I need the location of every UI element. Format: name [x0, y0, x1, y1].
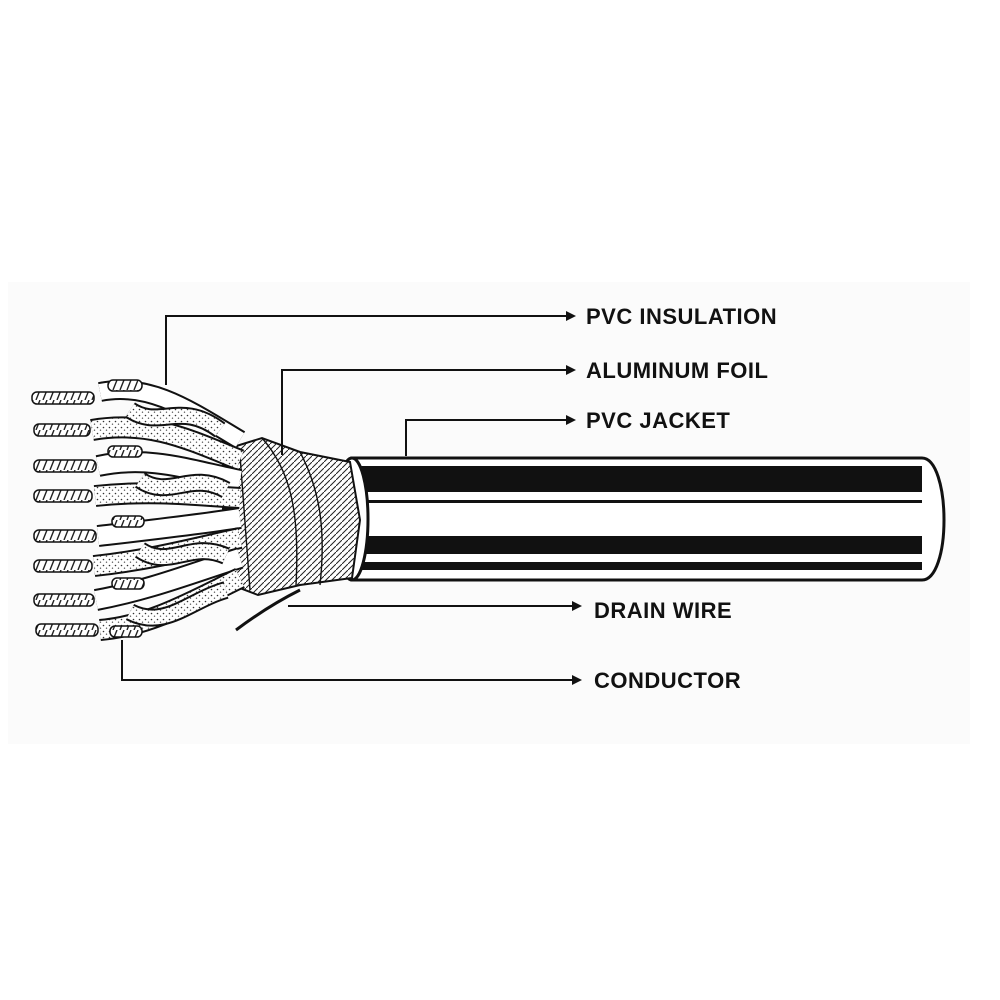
insulated-wire-bundle	[90, 379, 246, 641]
pvc-jacket	[334, 456, 946, 582]
pvc-insulation-leader	[165, 315, 566, 385]
leader-lines	[121, 311, 582, 685]
label-aluminum-foil: ALUMINUM FOIL	[586, 358, 768, 383]
drain-wire	[235, 588, 301, 632]
conductor-arrowhead	[572, 675, 582, 685]
pvc-jacket-leader	[405, 419, 566, 456]
label-pvc-jacket: PVC JACKET	[586, 408, 730, 433]
label-conductor: CONDUCTOR	[594, 668, 741, 693]
pvc-jacket-arrowhead	[566, 415, 576, 425]
pvc-insulation-arrowhead	[566, 311, 576, 321]
aluminum-foil-arrowhead	[566, 365, 576, 375]
aluminum-foil-leader	[281, 369, 566, 455]
drain-wire-arrowhead	[572, 601, 582, 611]
aluminum-foil-shield	[222, 436, 362, 597]
conductor-strands	[31, 379, 145, 638]
label-drain-wire: DRAIN WIRE	[594, 598, 732, 623]
label-pvc-insulation: PVC INSULATION	[586, 304, 777, 329]
conductor-leader	[121, 640, 572, 681]
